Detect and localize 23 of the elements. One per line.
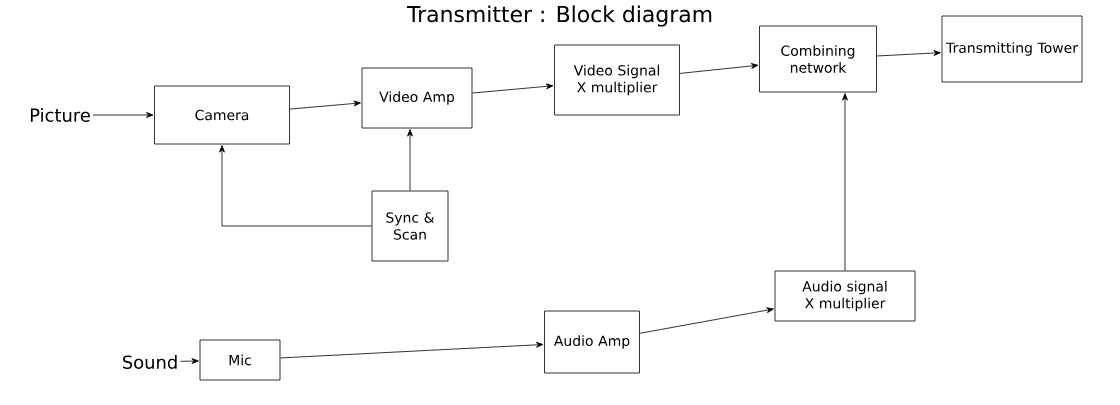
arrow — [639, 307, 774, 334]
arrow — [180, 358, 199, 364]
block-box: Video Signal X multiplier — [554, 44, 680, 116]
input-label: Sound — [122, 355, 177, 369]
arrow — [679, 63, 759, 74]
block-box: Combining network — [759, 25, 877, 93]
arrow — [842, 93, 848, 271]
arrow — [876, 50, 941, 57]
arrow — [472, 83, 554, 94]
arrow — [280, 341, 544, 359]
block-box: Camera — [154, 85, 290, 145]
arrow — [289, 100, 361, 110]
block-box: Sync & Scan — [371, 190, 449, 262]
block-box: Mic — [199, 339, 281, 381]
arrow — [219, 145, 372, 227]
input-label: Picture — [30, 108, 90, 122]
block-box: Video Amp — [361, 67, 473, 129]
block-box: Audio signal X multiplier — [774, 270, 916, 322]
block-box: Audio Amp — [544, 310, 640, 374]
arrow — [92, 112, 154, 118]
arrow — [407, 129, 413, 191]
block-box: Transmitting Tower — [941, 15, 1083, 83]
title: Transmitter : Block diagram — [406, 5, 712, 27]
